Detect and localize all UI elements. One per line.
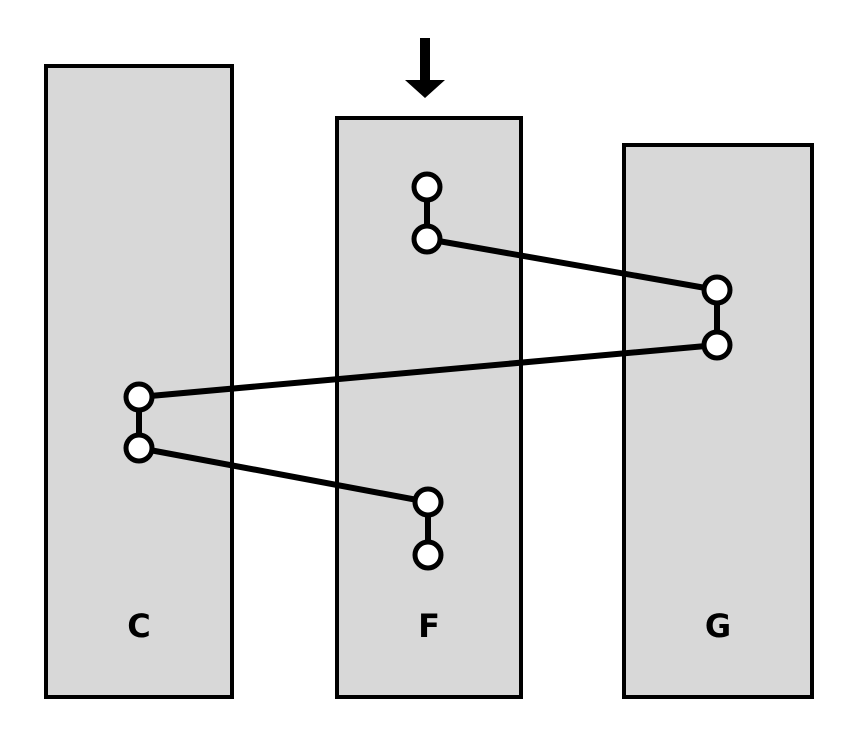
node-F2 — [411, 223, 443, 255]
edge-F2-G1 — [424, 236, 720, 293]
node-C2 — [123, 432, 155, 464]
edge-C2-F3 — [136, 445, 431, 505]
box-label-G: G — [705, 607, 731, 645]
node-F1 — [411, 171, 443, 203]
node-F4 — [412, 539, 444, 571]
down-arrow-icon — [405, 38, 445, 98]
node-G1 — [701, 274, 733, 306]
node-C1 — [123, 381, 155, 413]
node-F3 — [412, 486, 444, 518]
node-G2 — [701, 329, 733, 361]
box-label-C: C — [127, 607, 150, 645]
box-label-F: F — [418, 607, 440, 645]
edge-G2-C1 — [136, 342, 720, 400]
column-box-G — [622, 143, 814, 699]
